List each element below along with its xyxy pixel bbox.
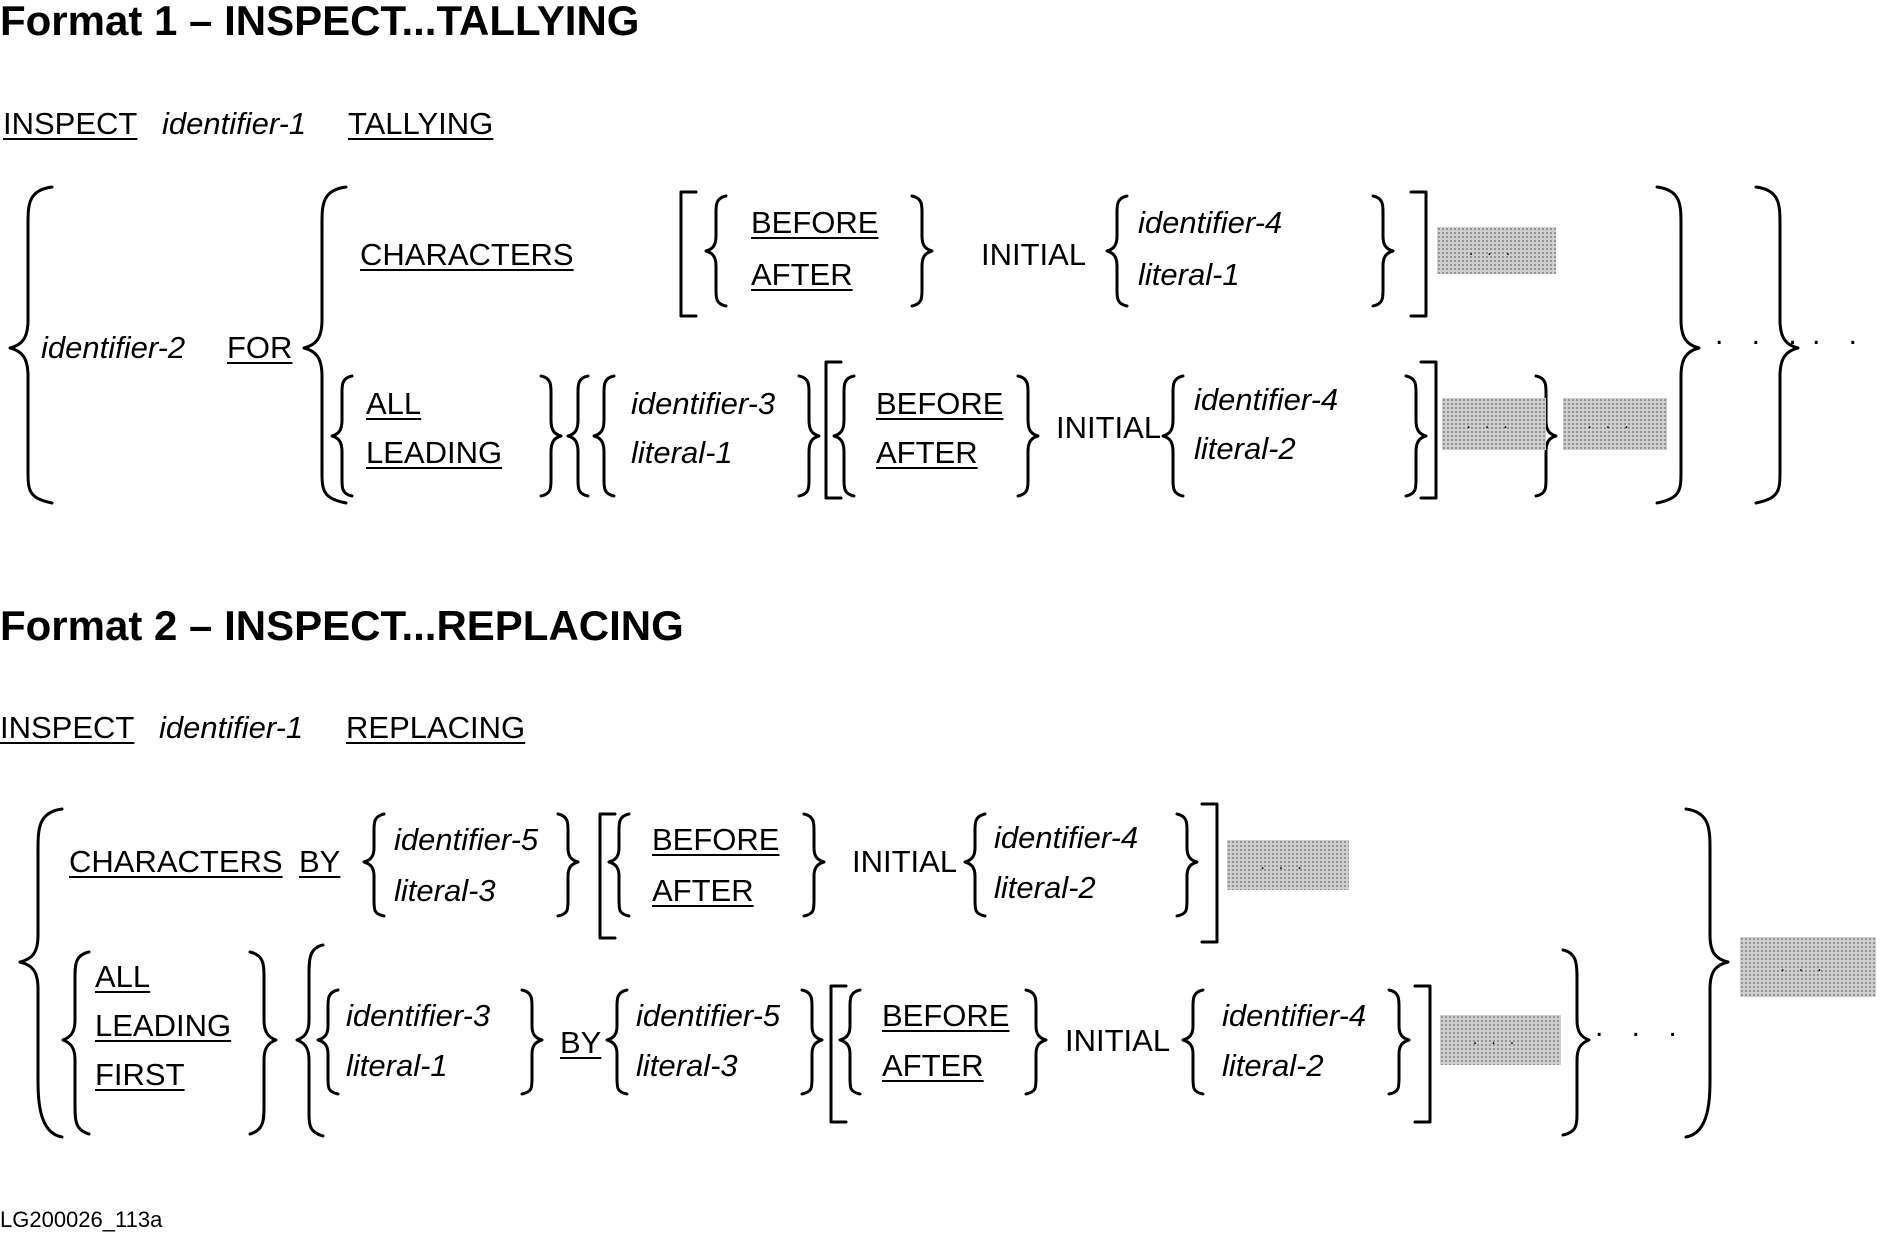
shaded-repeat-marker: ... <box>1442 398 1546 450</box>
before-keyword: BEFORE <box>652 822 780 857</box>
by-keyword: BY <box>560 1025 602 1060</box>
initial-keyword: INITIAL <box>852 844 958 879</box>
literal-1-term: literal-1 <box>631 435 733 470</box>
repeat-ellipsis: . . . <box>1812 318 1881 351</box>
literal-1-term: literal-1 <box>1138 257 1240 292</box>
before-keyword: BEFORE <box>882 998 1010 1033</box>
shaded-repeat-marker: ... <box>1227 840 1349 890</box>
first-keyword: FIRST <box>95 1057 185 1092</box>
repeat-ellipsis: . . . <box>1595 1010 1687 1043</box>
leading-keyword: LEADING <box>366 435 503 470</box>
replacing-keyword: REPLACING <box>346 710 526 745</box>
identifier-1-term: identifier-1 <box>162 106 307 141</box>
before-keyword: BEFORE <box>751 205 879 240</box>
shaded-repeat-marker: ... <box>1740 937 1876 997</box>
identifier-4-term: identifier-4 <box>1222 998 1367 1033</box>
for-keyword: FOR <box>227 330 293 365</box>
initial-keyword: INITIAL <box>981 237 1087 272</box>
characters-keyword: CHARACTERS <box>360 237 574 272</box>
literal-2-term: literal-2 <box>1194 431 1296 466</box>
identifier-4-term: identifier-4 <box>1194 382 1339 417</box>
literal-3-term: literal-3 <box>636 1048 738 1083</box>
inspect-keyword: INSPECT <box>3 106 138 141</box>
all-keyword: ALL <box>366 386 422 421</box>
identifier-2-term: identifier-2 <box>41 330 186 365</box>
initial-keyword: INITIAL <box>1056 410 1162 445</box>
shaded-repeat-marker: ... <box>1440 1015 1561 1065</box>
after-keyword: AFTER <box>652 873 754 908</box>
literal-2-term: literal-2 <box>1222 1048 1324 1083</box>
identifier-1-term: identifier-1 <box>159 710 304 745</box>
literal-1-term: literal-1 <box>346 1048 448 1083</box>
inspect-keyword: INSPECT <box>0 710 135 745</box>
repeat-ellipsis: . . . <box>1715 318 1807 351</box>
by-keyword: BY <box>299 844 341 879</box>
after-keyword: AFTER <box>882 1048 984 1083</box>
identifier-4-term: identifier-4 <box>994 820 1139 855</box>
shaded-repeat-marker: ... <box>1437 227 1556 274</box>
identifier-5-term: identifier-5 <box>394 822 539 857</box>
identifier-3-term: identifier-3 <box>346 998 491 1033</box>
identifier-5-term: identifier-5 <box>636 998 781 1033</box>
figure-id: LG200026_113a <box>0 1207 163 1232</box>
leading-keyword: LEADING <box>95 1008 232 1043</box>
literal-3-term: literal-3 <box>394 873 496 908</box>
all-keyword: ALL <box>95 959 151 994</box>
characters-keyword: CHARACTERS <box>69 844 283 879</box>
shaded-repeat-marker: ... <box>1563 398 1667 450</box>
literal-2-term: literal-2 <box>994 870 1096 905</box>
before-keyword: BEFORE <box>876 386 1004 421</box>
format-2-heading: Format 2 – INSPECT...REPLACING <box>0 602 684 649</box>
identifier-3-term: identifier-3 <box>631 386 776 421</box>
format-1-heading: Format 1 – INSPECT...TALLYING <box>0 0 640 44</box>
tallying-keyword: TALLYING <box>348 106 494 141</box>
after-keyword: AFTER <box>751 257 853 292</box>
after-keyword: AFTER <box>876 435 978 470</box>
identifier-4-term: identifier-4 <box>1138 205 1283 240</box>
initial-keyword: INITIAL <box>1065 1023 1171 1058</box>
